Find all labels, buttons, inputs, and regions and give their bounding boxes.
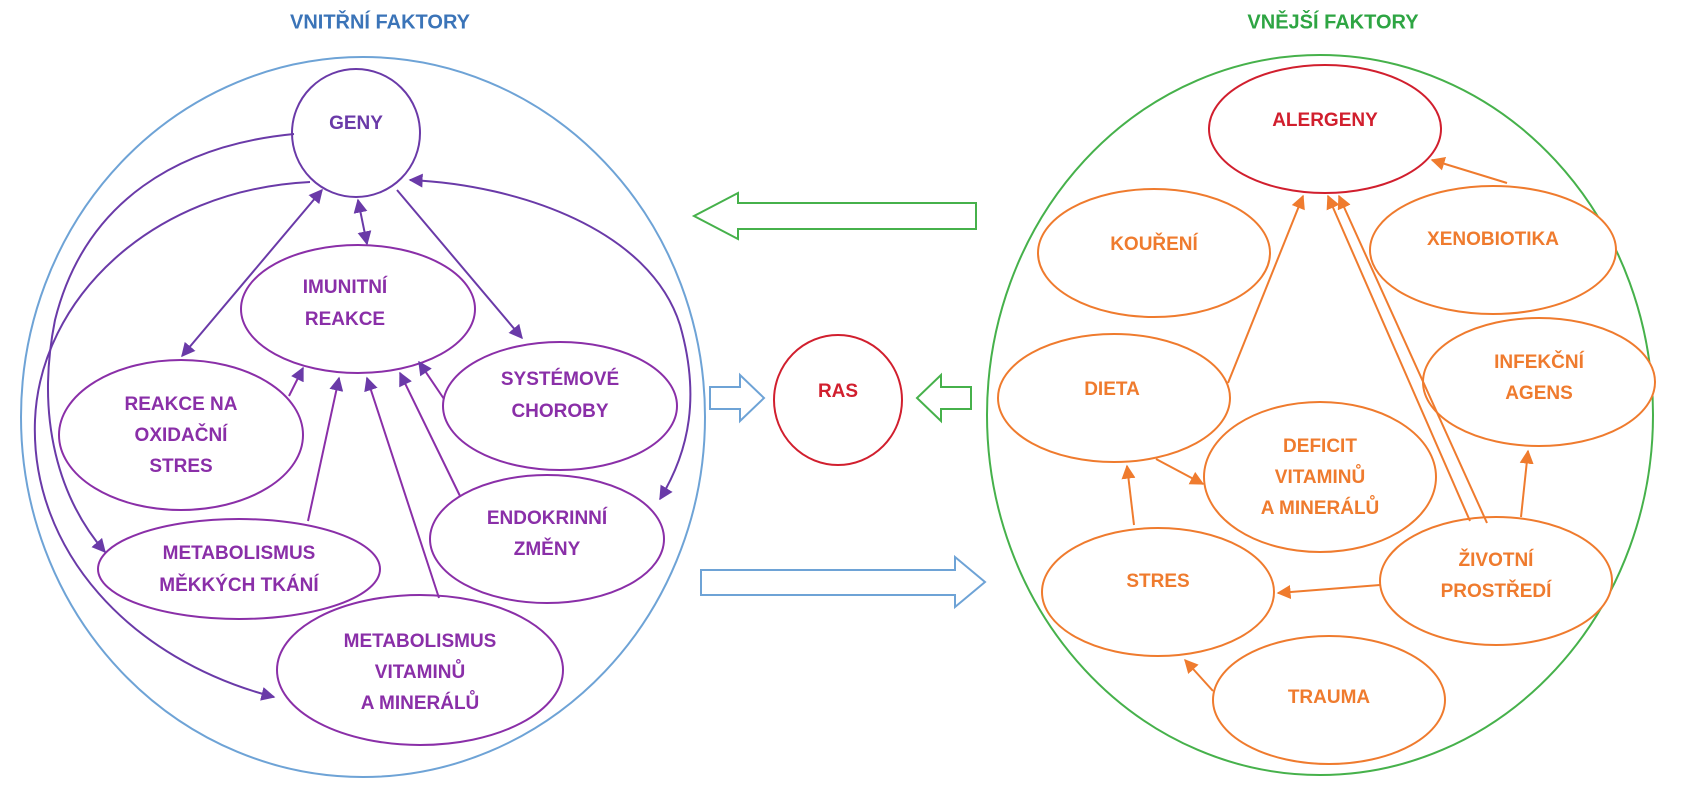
arrow-metab-tkani-imunitni xyxy=(307,376,344,522)
alergeny-node xyxy=(1208,64,1442,194)
arrow-zivotni-stres xyxy=(1276,584,1381,599)
arrow-stres-dieta xyxy=(1121,464,1136,526)
arrow-metab-vit-imunitni xyxy=(364,376,440,599)
reakce-na-oxidacni-stres-node xyxy=(58,359,304,511)
koureni-node xyxy=(1037,188,1271,318)
endokrinni-zmeny-label-line-2: ZMĚNY xyxy=(514,538,581,560)
metabolismus-vitaminu-node xyxy=(276,594,564,746)
trauma-label-line-1: TRAUMA xyxy=(1288,687,1371,708)
koureni-label: KOUŘENÍ xyxy=(1110,233,1198,255)
metabolismus-vitaminu-label-line-2: VITAMINŮ xyxy=(375,660,465,683)
systemove-choroby-label-line-1: SYSTÉMOVÉ xyxy=(501,368,619,390)
reakce-na-oxidacni-stres-label-line-1: REAKCE NA xyxy=(125,394,238,415)
stres-label: STRES xyxy=(1126,571,1189,592)
xenobiotika-label-line-1: XENOBIOTIKA xyxy=(1427,229,1559,250)
geny-label: GENY xyxy=(329,113,383,134)
outer-factors-title: VNĚJŠÍ FAKTORY xyxy=(1247,9,1419,33)
endokrinni-zmeny-label: ENDOKRINNÍ ZMĚNY xyxy=(487,507,608,560)
deficit-vitaminu-label-line-2: VITAMINŮ xyxy=(1275,465,1365,488)
zivotni-prostredi-label-line-2: PROSTŘEDÍ xyxy=(1441,580,1553,602)
infekcni-agens-label-line-1: INFEKČNÍ xyxy=(1494,351,1584,373)
deficit-vitaminu-label: DEFICIT VITAMINŮ A MINERÁLŮ xyxy=(1261,436,1380,519)
arrow-left-outer-to-inner xyxy=(691,191,977,241)
reakce-na-oxidacni-stres-label-line-3: STRES xyxy=(149,456,212,477)
reakce-na-oxidacni-stres-label-line-2: OXIDAČNÍ xyxy=(135,424,229,446)
arrow-geny-metab-vit xyxy=(33,181,311,701)
arrow-geny-endokrinni xyxy=(408,173,692,501)
arrow-zivotni-infekcni xyxy=(1519,449,1534,518)
zivotni-prostredi-label-line-1: ŽIVOTNÍ xyxy=(1459,549,1535,571)
infekcni-agens-label-line-2: AGENS xyxy=(1505,383,1573,404)
imunitni-reakce-label: IMUNITNÍ REAKCE xyxy=(303,276,388,330)
xenobiotika-node xyxy=(1369,185,1617,315)
trauma-label: TRAUMA xyxy=(1288,687,1371,708)
arrow-right-inner-to-outer xyxy=(700,554,987,610)
arrow-geny-oxidacni xyxy=(181,188,323,358)
metabolismus-mekkych-tkani-label: METABOLISMUS MĚKKÝCH TKÁNÍ xyxy=(159,543,319,596)
geny-label-line-1: GENY xyxy=(329,113,383,134)
arrow-xenobiotika-alergeny xyxy=(1430,157,1508,184)
deficit-vitaminu-label-line-1: DEFICIT xyxy=(1283,436,1357,457)
infekcni-agens-node xyxy=(1422,317,1656,447)
metabolismus-vitaminu-label: METABOLISMUS VITAMINŮ A MINERÁLŮ xyxy=(344,631,497,714)
inner-factors-circle xyxy=(20,56,706,778)
deficit-vitaminu-label-line-3: A MINERÁLŮ xyxy=(1261,496,1380,519)
ras-node xyxy=(773,334,903,466)
systemove-choroby-label: SYSTÉMOVÉ CHOROBY xyxy=(501,368,619,422)
stres-label-line-1: STRES xyxy=(1126,571,1189,592)
arrow-zivotni-alergeny-b xyxy=(1337,194,1488,524)
ras-label: RAS xyxy=(818,381,858,402)
arrow-oxidacni-imunitni xyxy=(288,366,304,397)
systemove-choroby-label-line-2: CHOROBY xyxy=(511,401,608,422)
arrow-right-inner-to-ras xyxy=(709,372,766,424)
arrow-dieta-alergeny xyxy=(1227,194,1305,384)
imunitni-reakce-label-line-2: REAKCE xyxy=(305,309,385,330)
zivotni-prostredi-label: ŽIVOTNÍ PROSTŘEDÍ xyxy=(1441,549,1553,602)
arrow-endokrinni-imunitni xyxy=(399,371,461,497)
koureni-label-line-1: KOUŘENÍ xyxy=(1110,233,1198,255)
arrow-systemove-imunitni xyxy=(418,360,445,400)
dieta-label: DIETA xyxy=(1084,379,1140,400)
xenobiotika-label: XENOBIOTIKA xyxy=(1427,229,1559,250)
metabolismus-mekkych-tkani-label-line-2: MĚKKÝCH TKÁNÍ xyxy=(159,574,319,596)
metabolismus-vitaminu-label-line-3: A MINERÁLŮ xyxy=(361,691,480,714)
inner-factors-title: VNITŘNÍ FAKTORY xyxy=(290,9,471,33)
metabolismus-mekkych-tkani-label-line-1: METABOLISMUS xyxy=(163,543,316,564)
arrow-geny-metab-tkani xyxy=(47,133,295,554)
outer-factors-circle xyxy=(986,54,1654,776)
arrow-trauma-stres xyxy=(1184,658,1214,692)
arrow-zivotni-alergeny-a xyxy=(1326,194,1471,522)
dieta-node xyxy=(997,333,1231,463)
imunitni-reakce-label-line-1: IMUNITNÍ xyxy=(303,276,388,298)
trauma-node xyxy=(1212,635,1446,765)
infekcni-agens-label: INFEKČNÍ AGENS xyxy=(1494,351,1584,404)
dieta-label-line-1: DIETA xyxy=(1084,379,1140,400)
arrow-left-outer-to-ras xyxy=(915,372,972,424)
zivotni-prostredi-node xyxy=(1379,516,1613,646)
alergeny-label-line-1: ALERGENY xyxy=(1272,110,1378,131)
arrow-geny-imunitni xyxy=(353,198,372,246)
metabolismus-vitaminu-label-line-1: METABOLISMUS xyxy=(344,631,497,652)
metabolismus-mekkych-tkani-node xyxy=(97,518,381,620)
arrow-dieta-deficit xyxy=(1155,458,1205,485)
stres-node xyxy=(1041,527,1275,657)
endokrinni-zmeny-label-line-1: ENDOKRINNÍ xyxy=(487,507,608,529)
reakce-na-oxidacni-stres-label: REAKCE NA OXIDAČNÍ STRES xyxy=(125,394,238,477)
geny-node xyxy=(291,68,421,198)
alergeny-label: ALERGENY xyxy=(1272,110,1378,131)
